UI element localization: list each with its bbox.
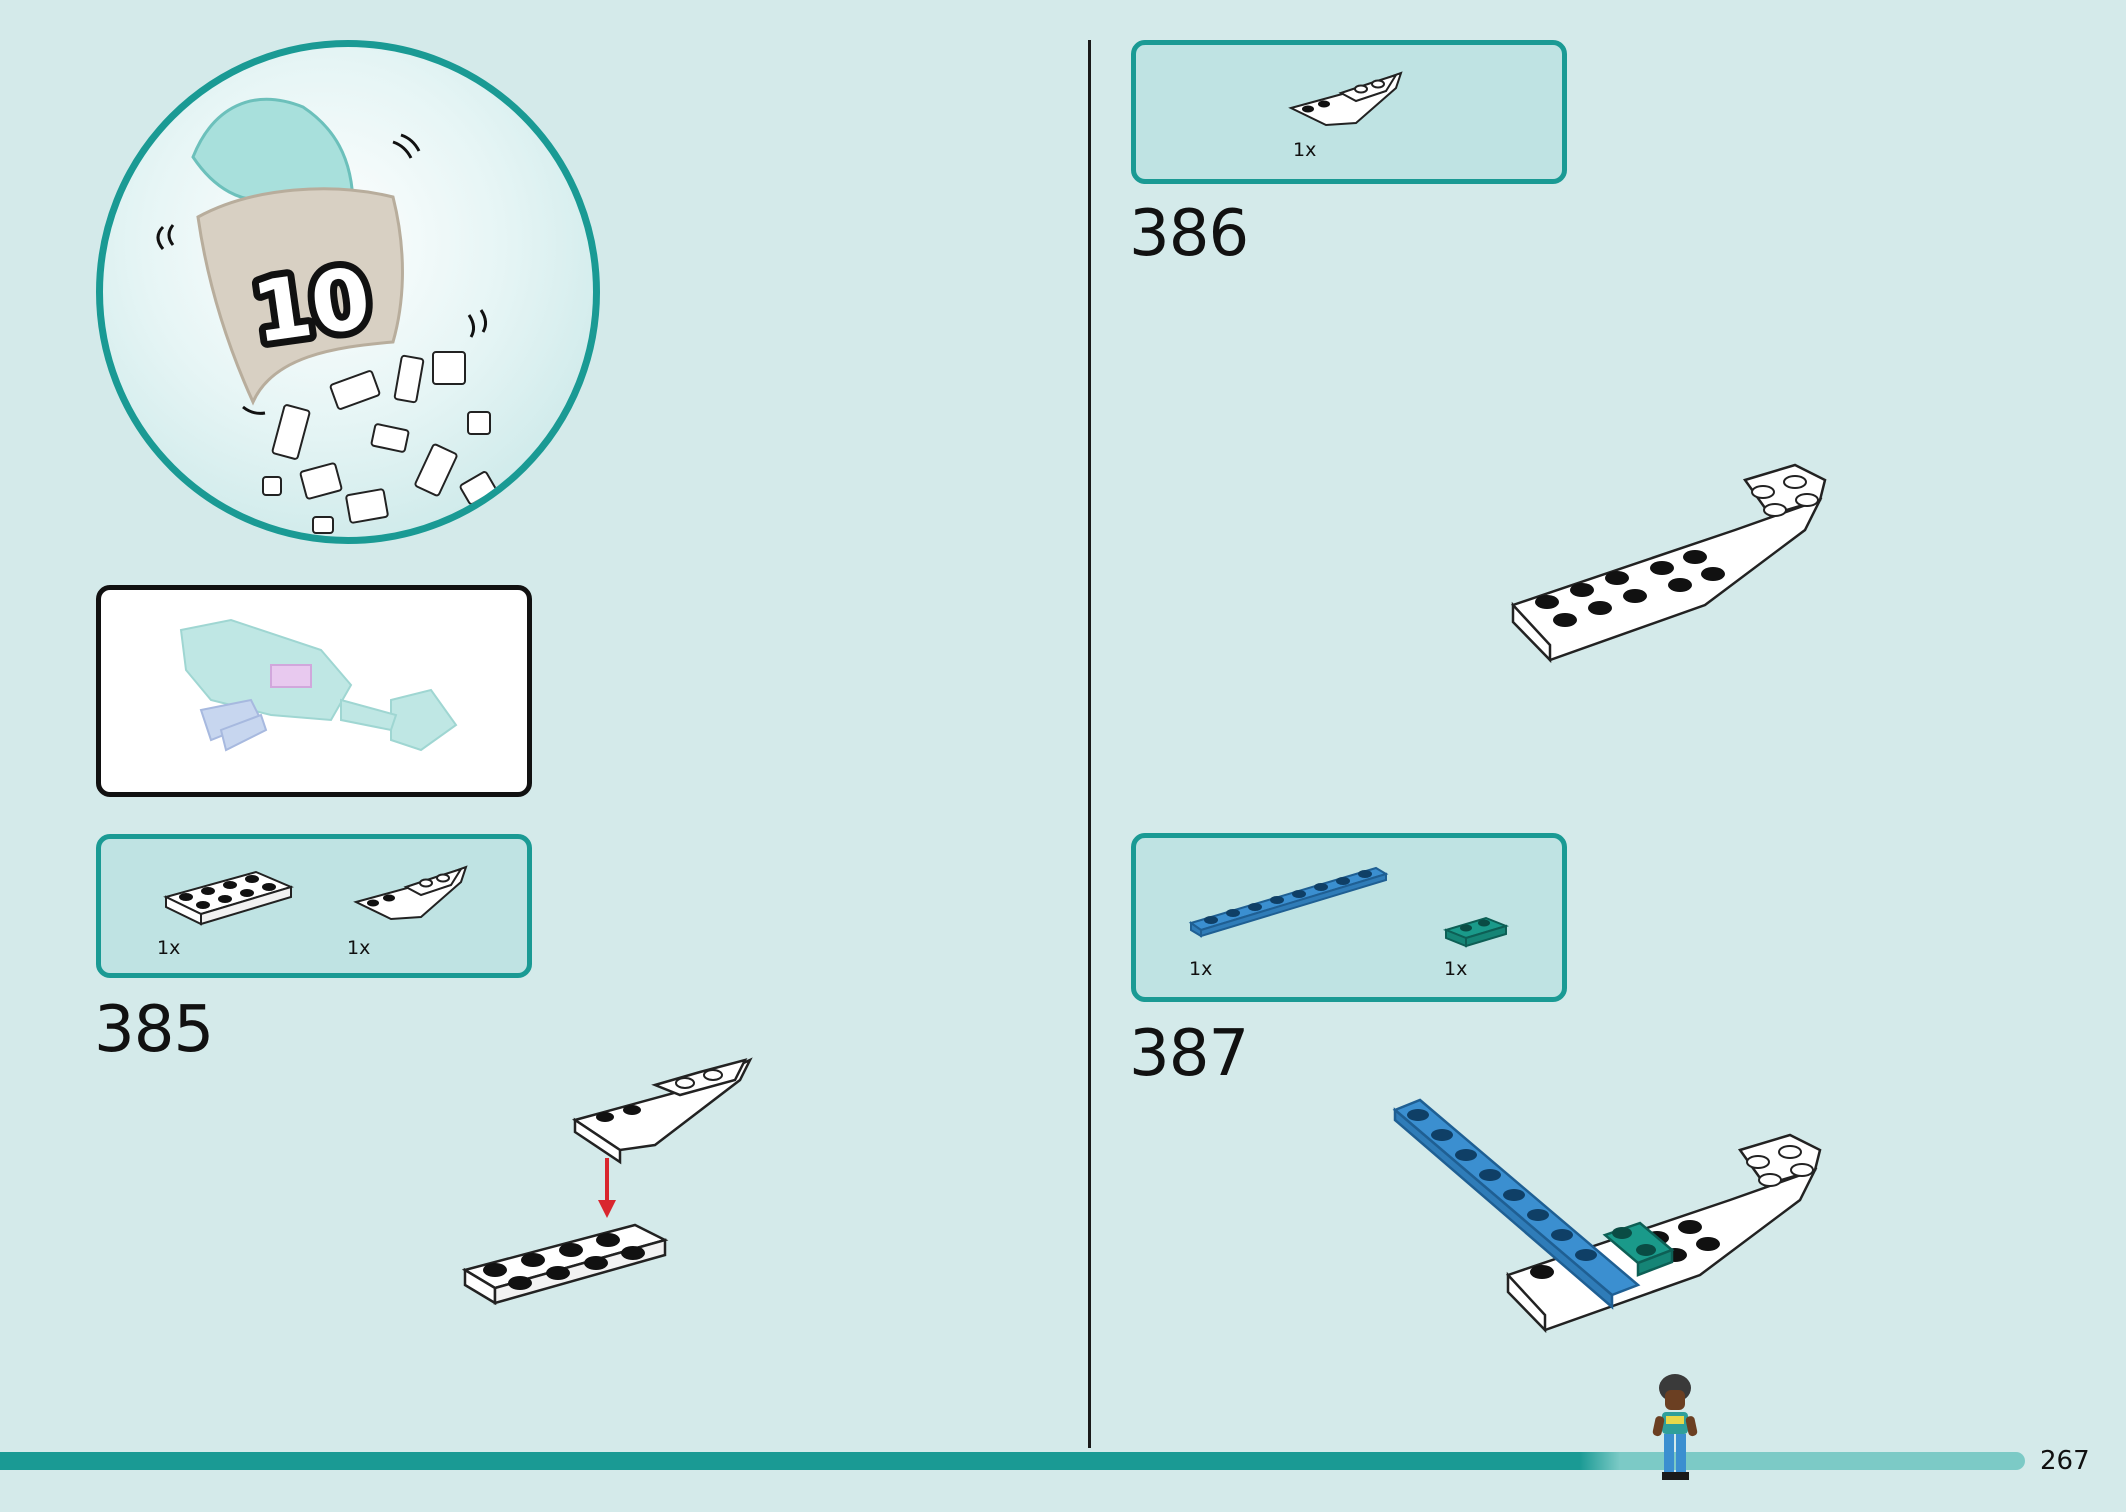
step-number-387: 387 [1129, 1017, 1249, 1091]
bag-opening-illustration: 10 [96, 40, 600, 544]
progress-bar [0, 1452, 2025, 1470]
part-quantity: 1x [347, 937, 371, 959]
step-number-386: 386 [1129, 197, 1249, 271]
part-quantity: 1x [157, 937, 181, 959]
parts-box-385: 1x 1x [96, 834, 532, 978]
plate-2x4-icon [163, 870, 294, 926]
step-386-build-illustration [1511, 463, 1827, 664]
step-number-385: 385 [94, 993, 214, 1067]
wedge-plate-icon [353, 865, 468, 921]
part-quantity: 1x [1293, 139, 1317, 161]
step-385-build-illustration [461, 1057, 753, 1306]
page-divider [1088, 40, 1091, 1448]
part-quantity: 1x [1189, 958, 1213, 980]
bag-number: 10 [247, 249, 376, 362]
parts-box-387: 1x 1x [1131, 833, 1567, 1002]
step-387-build-illustration [1392, 1098, 1822, 1334]
part-quantity: 1x [1444, 958, 1468, 980]
page-number: 267 [2040, 1446, 2090, 1476]
parts-box-386: 1x [1131, 40, 1567, 184]
minifigure-icon [1652, 1374, 1698, 1480]
blue-plate-1x8-icon [1188, 866, 1389, 938]
model-preview-icon [179, 618, 458, 752]
green-plate-1x2-icon [1442, 916, 1510, 948]
bag-icon [196, 187, 404, 406]
model-preview-box [96, 585, 532, 797]
wedge-plate-icon [1288, 71, 1403, 127]
